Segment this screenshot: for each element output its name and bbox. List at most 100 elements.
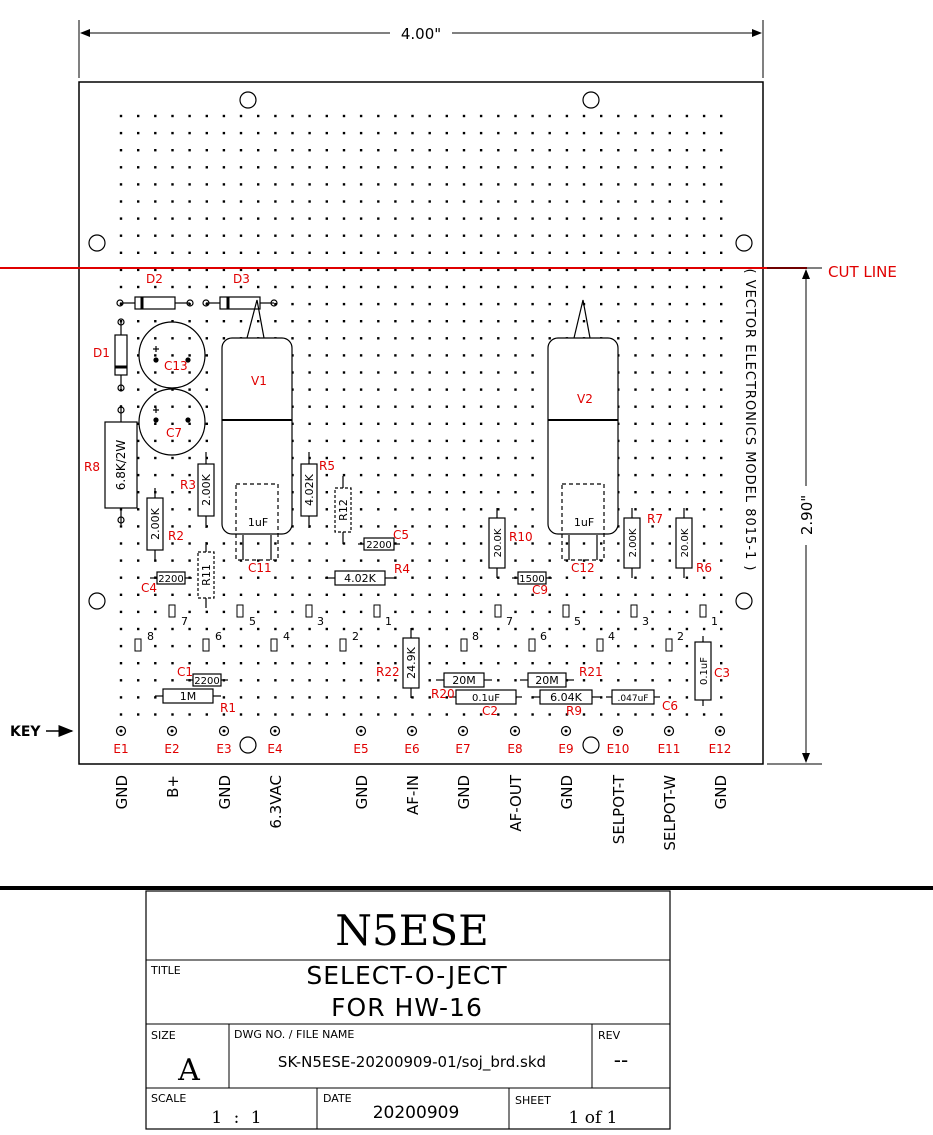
board-hole [239,696,243,699]
board-hole [548,662,551,665]
board-hole [479,610,483,614]
board-hole [651,166,654,169]
board-hole [359,627,363,631]
board-hole [514,662,517,665]
resistor-r12 [334,476,352,544]
board-hole [154,559,157,562]
board-hole [394,251,397,254]
board-hole [428,302,431,306]
board-hole [137,508,140,511]
board-hole [325,508,328,511]
board-hole [685,491,689,494]
board-hole [137,491,140,494]
capacitor-c2 [450,689,522,705]
board-hole [411,234,414,237]
board-hole [445,559,448,562]
board-hole [308,285,311,289]
board-hole [462,627,466,631]
board-hole [600,610,603,614]
board-hole [394,627,397,631]
board-hole [222,166,226,169]
board-hole [154,149,157,152]
board-hole [720,371,723,374]
c2-label: C2 [482,704,498,718]
board-hole [600,285,603,289]
board-hole [325,422,328,425]
board-hole [497,405,500,408]
board-hole [617,662,620,665]
edge-terminal-center [616,729,620,733]
r20-label: R20 [431,687,455,701]
board-hole [720,166,723,169]
board-hole [411,456,414,460]
board-hole [462,149,466,152]
board-hole [462,491,466,494]
board-hole [445,593,448,596]
board-hole [668,251,671,254]
board-hole [565,114,569,118]
board-hole [702,183,706,186]
board-hole [359,200,363,203]
board-hole [428,422,431,425]
board-hole [600,234,603,237]
board-hole [137,217,140,220]
board-hole [617,251,620,254]
board-hole [205,302,208,306]
board-hole [188,627,191,631]
board-hole [325,388,328,391]
board-hole [257,610,260,614]
board-hole [565,149,569,152]
board-hole [479,285,483,289]
terminal-function-label: 6.3VAC [267,775,285,829]
board-hole [171,268,174,272]
board-hole [462,114,466,118]
board-hole [291,542,294,545]
board-hole [308,422,311,425]
terminal-function-label: B+ [164,775,182,798]
board-hole [291,713,294,716]
board-hole [205,713,208,716]
v1-label: V1 [251,374,267,388]
tube-pin-pad [202,638,210,652]
edge-terminal-center [667,729,671,733]
board-hole [565,593,569,596]
board-hole [359,491,363,494]
c1-label: C1 [177,665,193,679]
board-hole [445,251,448,254]
edge-terminal-center [410,729,414,733]
board-hole [411,200,414,203]
board-hole [617,542,620,545]
board-hole [325,285,328,289]
board-hole [531,354,534,357]
board-hole [514,542,517,545]
board-hole [668,610,671,614]
board-hole [394,371,397,374]
board-hole [411,422,414,425]
board-hole [582,593,586,596]
board-hole [600,576,603,579]
board-hole [600,679,603,682]
board-hole [222,114,226,118]
terminal-function-label: GND [712,775,730,809]
board-hole [668,713,671,716]
board-hole [514,388,517,391]
board-hole [651,593,654,596]
board-hole [634,251,637,254]
board-hole [171,491,174,494]
board-hole [462,525,466,528]
board-hole [565,166,569,169]
board-hole [291,320,294,323]
board-hole [497,713,500,716]
board-hole [445,166,448,169]
board-hole [239,200,243,203]
board-hole [205,131,208,135]
board-hole [685,388,689,391]
board-hole [685,627,689,631]
board-hole [479,593,483,596]
board-hole [239,627,243,631]
board-hole [222,200,226,203]
board-hole [308,542,311,545]
board-hole [137,576,140,579]
board-hole [668,371,671,374]
board-hole [668,559,671,562]
